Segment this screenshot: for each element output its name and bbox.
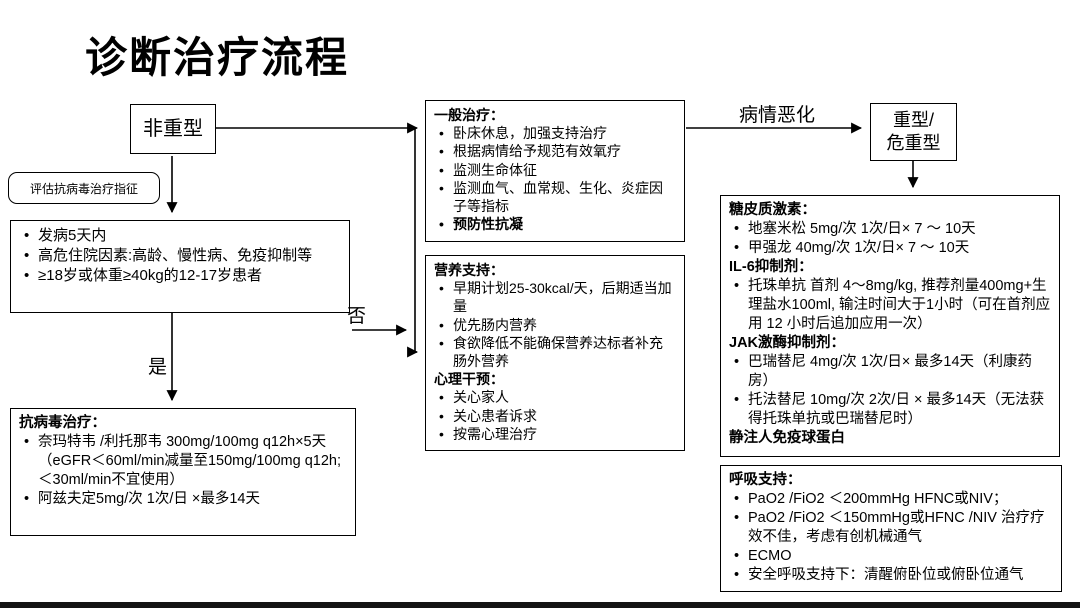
criteria-item: 高危住院因素:高龄、慢性病、免疫抑制等	[19, 246, 341, 266]
edge-label-no: 否	[347, 306, 367, 327]
psychology-item: 关心患者诉求	[434, 407, 676, 425]
general-item-anticoagulation: 预防性抗凝	[434, 215, 676, 233]
il6-heading: IL-6抑制剂：	[729, 258, 813, 275]
general-item: 监测血气、血常规、生化、炎症因子等指标	[434, 179, 676, 215]
edge-label-worsening: 病情恶化	[738, 105, 815, 126]
page-title: 诊断治疗流程	[85, 34, 350, 81]
nutrition-item: 早期计划25-30kcal/天，后期适当加量	[434, 279, 676, 315]
respiratory-item: PaO2 /FiO2 ＜150mmHg或HFNC /NIV 治疗疗效不佳，考虑有…	[729, 509, 1053, 547]
respiratory-item: 安全呼吸支持下：清醒俯卧位或俯卧位通气	[729, 566, 1053, 585]
nutrition-item: 食欲降低不能确保营养达标者补充肠外营养	[434, 334, 676, 370]
jak-item: 巴瑞替尼 4mg/次 1次/日× 最多14天（利康药房）	[729, 353, 1051, 391]
box-nutrition-support: 营养支持： 早期计划25-30kcal/天，后期适当加量 优先肠内营养 食欲降低…	[425, 255, 685, 451]
jak-heading: JAK激酶抑制剂：	[729, 334, 846, 351]
criteria-item: 发病5天内	[19, 226, 341, 246]
box-antiviral-treatment: 抗病毒治疗： 奈玛特韦 /利托那韦 300mg/100mg q12h×5天 （e…	[10, 408, 356, 536]
general-item: 监测生命体征	[434, 161, 676, 179]
node-severe: 重型/ 危重型	[870, 103, 957, 161]
nutrition-title: 营养支持：	[434, 262, 504, 278]
glucocorticoid-heading: 糖皮质激素：	[729, 202, 816, 218]
respiratory-item: PaO2 /FiO2 ＜200mmHg HFNC或NIV；	[729, 490, 1053, 509]
antiviral-item: 阿兹夫定5mg/次 1次/日 ×最多14天	[19, 490, 347, 509]
psychology-item: 按需心理治疗	[434, 425, 676, 443]
node-severe-line1: 重型/	[892, 109, 934, 130]
jak-item: 托法替尼 10mg/次 2次/日 × 最多14天（无法获得托珠单抗或巴瑞替尼时）	[729, 391, 1051, 429]
node-non-severe: 非重型	[130, 104, 216, 154]
general-item: 卧床休息，加强支持治疗	[434, 124, 676, 142]
criteria-item: ≥18岁或体重≥40kg的12-17岁患者	[19, 266, 341, 286]
respiratory-title: 呼吸支持：	[729, 472, 802, 488]
general-item: 根据病情给予规范有效氧疗	[434, 142, 676, 160]
glucocorticoid-item: 地塞米松 5mg/次 1次/日× 7 ～ 10天	[729, 220, 1051, 239]
box-general-treatment: 一般治疗： 卧床休息，加强支持治疗 根据病情给予规范有效氧疗 监测生命体征 监测…	[425, 100, 685, 242]
nutrition-item: 优先肠内营养	[434, 316, 676, 334]
psychology-item: 关心家人	[434, 388, 676, 406]
evaluate-antiviral-label: 评估抗病毒治疗指征	[8, 172, 160, 204]
respiratory-item: ECMO	[729, 547, 1053, 566]
psychology-title: 心理干预：	[434, 371, 504, 388]
box-severe-treatment: 糖皮质激素： 地塞米松 5mg/次 1次/日× 7 ～ 10天 甲强龙 40mg…	[720, 195, 1060, 457]
node-non-severe-label: 非重型	[143, 117, 203, 140]
box-respiratory-support: 呼吸支持： PaO2 /FiO2 ＜200mmHg HFNC或NIV； PaO2…	[720, 465, 1062, 592]
antiviral-title: 抗病毒治疗：	[19, 415, 106, 431]
immunoglobulin-heading: 静注人免疫球蛋白	[729, 429, 845, 446]
edge-label-yes: 是	[148, 357, 168, 378]
antiviral-item: 奈玛特韦 /利托那韦 300mg/100mg q12h×5天 （eGFR＜60m…	[19, 433, 347, 490]
box-antiviral-criteria: 发病5天内 高危住院因素:高龄、慢性病、免疫抑制等 ≥18岁或体重≥40kg的1…	[10, 220, 350, 313]
il6-item: 托珠单抗 首剂 4～8mg/kg, 推荐剂量400mg+生理盐水100ml, 输…	[729, 277, 1051, 334]
evaluate-antiviral-text: 评估抗病毒治疗指征	[29, 181, 138, 196]
node-severe-line2: 危重型	[886, 133, 941, 153]
glucocorticoid-item: 甲强龙 40mg/次 1次/日× 7 ～ 10天	[729, 239, 1051, 258]
slide-bottom-bar	[0, 602, 1080, 608]
general-title: 一般治疗：	[434, 107, 504, 123]
